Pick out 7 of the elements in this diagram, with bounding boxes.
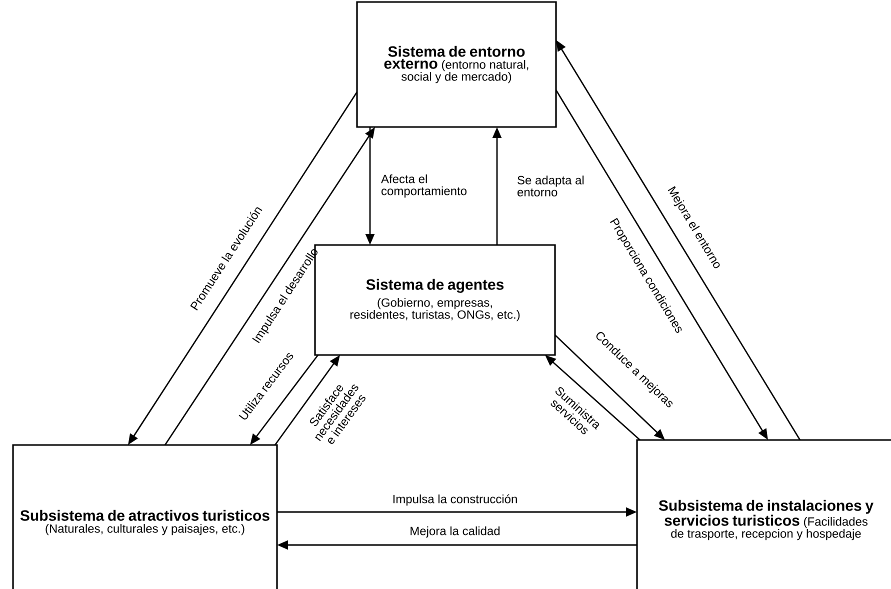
- system-box: Sistema de entorno externo (entorno natural, social y de mercado): [356, 1, 557, 128]
- edge-label: Mejora la calidad: [410, 526, 500, 538]
- system-box: Subsistema de atractivos turisticos (Naturales, culturales y paisajes, etc.): [12, 444, 278, 589]
- system-box: Subsistema de instalaciones y servicios turisticos (Facilidades de trasporte, recepcion y hospedaje: [636, 439, 891, 589]
- edge-label: Impulsa la construcción: [393, 494, 517, 506]
- edge-label: Afecta el comportamiento: [381, 174, 467, 198]
- edge-label: Se adapta al entorno: [518, 176, 584, 196]
